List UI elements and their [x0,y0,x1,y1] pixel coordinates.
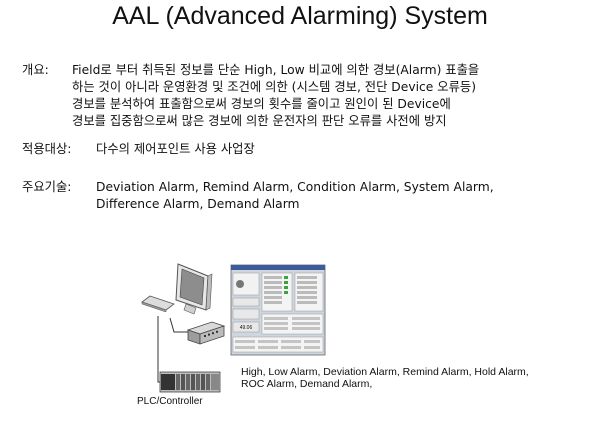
keyboard-icon [141,295,175,313]
caption-line: ROC Alarm, Demand Alarm, [241,378,373,390]
system-diagram: 49.06 [141,263,326,393]
tech-label: 주요기술: [22,180,72,194]
overview-label: 개요: [22,63,49,77]
tech-line: Difference Alarm, Demand Alarm [96,197,300,211]
tech-line: Deviation Alarm, Remind Alarm, Condition… [96,180,494,194]
overview-line: 경보를 집중함으로써 많은 경보에 의한 운전자의 판단 오류를 사전에 방지 [72,114,447,128]
overview-line: 경보를 분석하여 표출함으로써 경보의 횟수를 줄이고 원인이 된 Device… [72,97,451,111]
plc-controller-icon [159,371,221,393]
overview-text: Field로 부터 취득된 정보를 단순 High, Low 비교에 의한 경보… [72,62,592,130]
plc-controller-label: PLC/Controller [137,396,203,407]
target-text: 다수의 제어포인트 사용 사업장 [96,142,255,156]
alarm-screen-thumbnail: 49.06 [230,264,326,356]
page-title: AAL (Advanced Alarming) System [112,2,488,30]
alarm-types-caption: High, Low Alarm, Deviation Alarm, Remind… [241,366,571,390]
tech-text: Deviation Alarm, Remind Alarm, Condition… [96,179,596,213]
screen-value: 49.06 [240,325,253,331]
overview-line: 하는 것이 아니라 운영환경 및 조건에 의한 (시스템 경보, 전단 Devi… [72,80,477,94]
computer-monitor-icon [175,263,213,315]
caption-line: High, Low Alarm, Deviation Alarm, Remind… [241,366,529,378]
network-switch-icon [186,321,226,345]
target-label: 적용대상: [22,142,72,156]
overview-line: Field로 부터 취득된 정보를 단순 High, Low 비교에 의한 경보… [72,63,480,77]
